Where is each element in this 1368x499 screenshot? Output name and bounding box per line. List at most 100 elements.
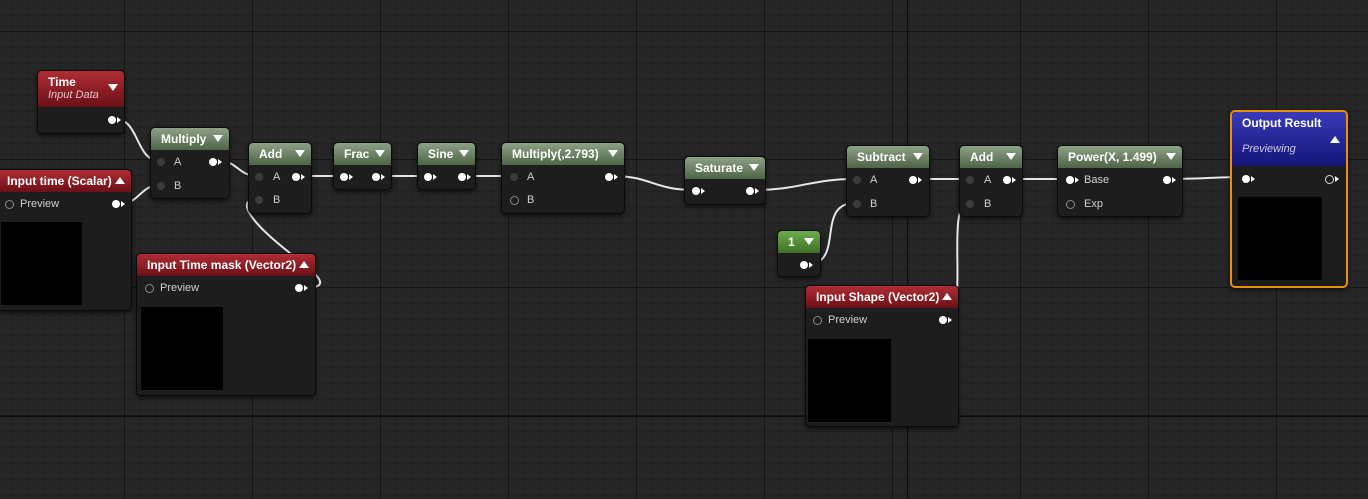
- node-header[interactable]: Output Result Previewing: [1232, 112, 1346, 166]
- expand-caret-icon[interactable]: [299, 261, 309, 268]
- output-pin[interactable]: [1325, 175, 1334, 184]
- input-pin-base[interactable]: [1066, 176, 1074, 184]
- constant-node[interactable]: 1: [777, 230, 821, 277]
- node-header[interactable]: Multiply: [151, 128, 229, 150]
- canvas-origin-horizontal-axis: [0, 416, 1368, 417]
- pin-arrow-icon: [701, 188, 705, 194]
- pin-arrow-icon: [1075, 177, 1079, 183]
- preview-swatch: [1238, 197, 1322, 280]
- input-pin-exp[interactable]: [1066, 200, 1075, 209]
- node-title: Saturate: [695, 161, 744, 175]
- output-pin[interactable]: [1163, 176, 1171, 184]
- input-pin-a[interactable]: [966, 176, 974, 184]
- input-shape-node[interactable]: Input Shape (Vector2) Preview: [805, 285, 959, 427]
- input-pin-b[interactable]: [255, 196, 263, 204]
- input-pin-a[interactable]: [157, 158, 165, 166]
- node-header[interactable]: Input Time mask (Vector2): [137, 254, 315, 276]
- pin-arrow-icon: [614, 174, 618, 180]
- add-node[interactable]: Add A B: [248, 142, 312, 214]
- preview-toggle-pin[interactable]: [5, 200, 14, 209]
- add-node-2[interactable]: Add A B: [959, 145, 1023, 217]
- preview-toggle-pin[interactable]: [813, 316, 822, 325]
- output-result-node[interactable]: Output Result Previewing: [1230, 110, 1348, 288]
- pin-arrow-icon: [121, 201, 125, 207]
- node-header[interactable]: Time Input Data: [38, 71, 124, 107]
- input-pin[interactable]: [692, 187, 700, 195]
- node-title: Power(X, 1.499): [1068, 150, 1157, 164]
- pin-arrow-icon: [1335, 176, 1339, 182]
- input-pin-a[interactable]: [510, 173, 518, 181]
- node-header[interactable]: Add: [960, 146, 1022, 168]
- input-pin-b[interactable]: [510, 196, 519, 205]
- pin-arrow-icon: [948, 317, 952, 323]
- node-header[interactable]: Multiply(,2.793): [502, 143, 624, 165]
- subtract-node[interactable]: Subtract A B: [846, 145, 930, 217]
- node-header[interactable]: Input time (Scalar): [0, 170, 131, 192]
- power-node[interactable]: Power(X, 1.499) Base Exp: [1057, 145, 1183, 217]
- node-header[interactable]: Add: [249, 143, 311, 165]
- input-pin[interactable]: [424, 173, 432, 181]
- pin-arrow-icon: [1172, 177, 1176, 183]
- pin-label-a: A: [273, 171, 281, 183]
- pin-label-exp: Exp: [1084, 198, 1103, 210]
- output-pin[interactable]: [939, 316, 947, 324]
- preview-label: Preview: [160, 282, 200, 294]
- frac-node[interactable]: Frac: [333, 142, 392, 190]
- preview-swatch: [808, 339, 891, 422]
- node-header[interactable]: Sine: [418, 143, 475, 165]
- node-title: Input time (Scalar): [7, 174, 112, 188]
- output-pin[interactable]: [209, 158, 217, 166]
- input-pin-b[interactable]: [966, 200, 974, 208]
- node-header[interactable]: 1: [778, 231, 820, 253]
- node-title: Add: [259, 147, 283, 161]
- output-pin[interactable]: [112, 200, 120, 208]
- output-pin[interactable]: [108, 116, 116, 124]
- preview-toggle-pin[interactable]: [145, 284, 154, 293]
- node-title: Sine: [428, 147, 454, 161]
- output-pin[interactable]: [372, 173, 380, 181]
- node-header[interactable]: Power(X, 1.499): [1058, 146, 1182, 168]
- node-header[interactable]: Subtract: [847, 146, 929, 168]
- output-pin[interactable]: [746, 187, 754, 195]
- canvas-origin-vertical-axis: [907, 0, 908, 499]
- input-pin-b[interactable]: [157, 182, 165, 190]
- expand-caret-icon[interactable]: [115, 177, 125, 184]
- input-pin-a[interactable]: [255, 173, 263, 181]
- pin-arrow-icon: [1012, 177, 1016, 183]
- pin-arrow-icon: [349, 174, 353, 180]
- pin-label-b: B: [870, 198, 878, 210]
- multiply-constant-node[interactable]: Multiply(,2.793) A B: [501, 142, 625, 214]
- pin-arrow-icon: [433, 174, 437, 180]
- output-pin[interactable]: [458, 173, 466, 181]
- output-pin[interactable]: [909, 176, 917, 184]
- output-pin[interactable]: [292, 173, 300, 181]
- input-time-node[interactable]: Input time (Scalar) Preview: [0, 169, 132, 311]
- node-header[interactable]: Input Shape (Vector2): [806, 286, 958, 308]
- node-title: Multiply: [161, 132, 207, 146]
- input-pin-b[interactable]: [853, 200, 861, 208]
- output-pin[interactable]: [1003, 176, 1011, 184]
- time-node[interactable]: Time Input Data: [37, 70, 125, 134]
- input-time-mask-node[interactable]: Input Time mask (Vector2) Preview: [136, 253, 316, 396]
- node-header[interactable]: Frac: [334, 143, 391, 165]
- collapse-caret-icon: [749, 164, 759, 171]
- collapse-caret-icon[interactable]: [108, 84, 118, 91]
- saturate-node[interactable]: Saturate: [684, 156, 766, 205]
- input-pin-a[interactable]: [853, 176, 861, 184]
- output-pin[interactable]: [605, 173, 613, 181]
- pin-arrow-icon: [467, 174, 471, 180]
- pin-arrow-icon: [755, 188, 759, 194]
- expand-caret-icon[interactable]: [1330, 136, 1340, 143]
- input-pin[interactable]: [340, 173, 348, 181]
- node-title: Multiply(,2.793): [512, 147, 599, 161]
- node-title: Add: [970, 150, 994, 164]
- input-pin[interactable]: [1242, 175, 1250, 183]
- output-pin[interactable]: [800, 261, 808, 269]
- expand-caret-icon[interactable]: [942, 293, 952, 300]
- output-pin[interactable]: [295, 284, 303, 292]
- sine-node[interactable]: Sine: [417, 142, 476, 190]
- node-header[interactable]: Saturate: [685, 157, 765, 179]
- collapse-caret-icon: [1006, 153, 1016, 160]
- multiply-node[interactable]: Multiply A B: [150, 127, 230, 199]
